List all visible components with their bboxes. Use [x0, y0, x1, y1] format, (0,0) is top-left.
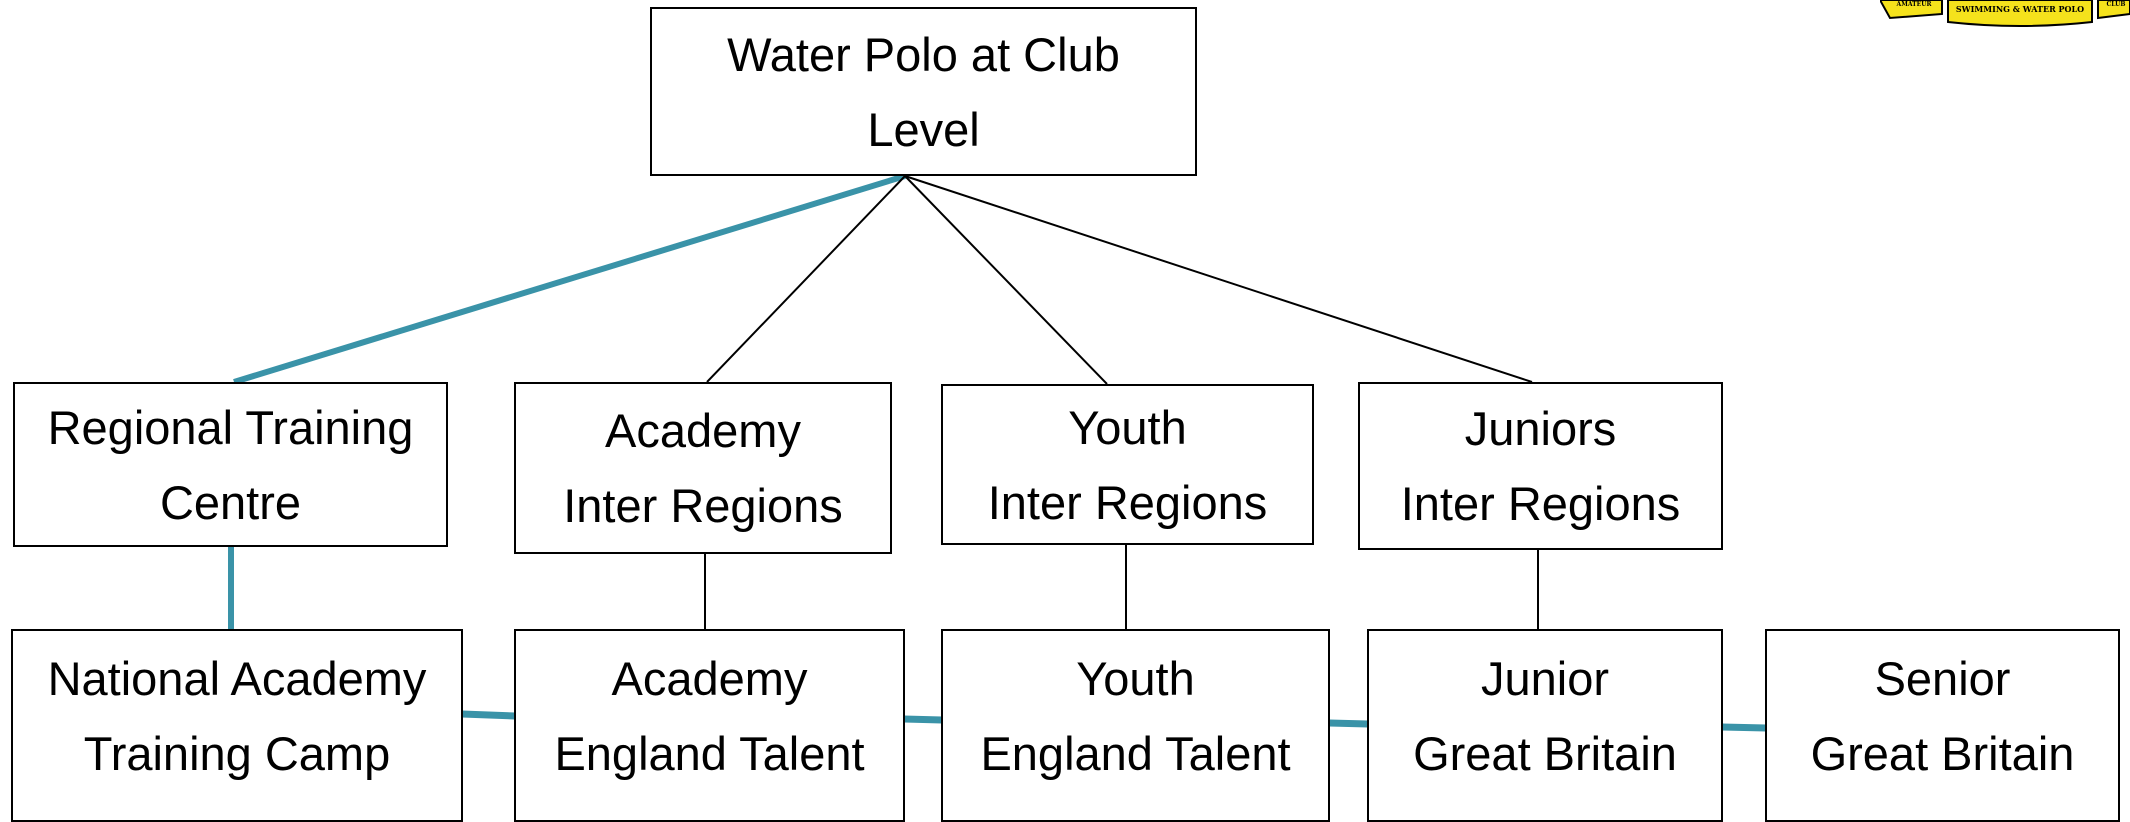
logo-ribbon-left-text: AMATEUR — [1896, 1, 1933, 8]
node-label: Academy England Talent — [554, 651, 865, 780]
edge-natc-to-academy-et — [461, 710, 516, 720]
node-label: Youth Inter Regions — [987, 400, 1268, 529]
node-label: Youth England Talent — [980, 651, 1291, 780]
node-label: Regional Training Centre — [47, 400, 414, 529]
edge-academy-et-to-youth-et — [903, 715, 943, 724]
node-water-polo-club-level: Water Polo at Club Level — [650, 7, 1197, 176]
node-youth-england-talent: Youth England Talent — [941, 629, 1330, 822]
node-label: National Academy Training Camp — [47, 651, 427, 780]
node-youth-inter-regions: Youth Inter Regions — [941, 384, 1314, 545]
node-label: Senior Great Britain — [1810, 651, 2075, 780]
logo-banner-text: SWIMMING & WATER POLO — [1956, 4, 2084, 14]
logo-banner — [1947, 0, 2093, 27]
edge-club-to-rtc — [233, 173, 906, 385]
node-national-academy-training-camp: National Academy Training Camp — [11, 629, 463, 822]
node-label: Junior Great Britain — [1413, 651, 1677, 780]
node-senior-great-britain: Senior Great Britain — [1765, 629, 2120, 822]
node-label: Academy Inter Regions — [563, 404, 843, 532]
club-logo: SWIMMING & WATER POLO AMATEUR CLUB — [1880, 0, 2130, 27]
edge-junior-gb-to-senior-gb — [1721, 723, 1767, 732]
node-academy-inter-regions: Academy Inter Regions — [514, 382, 892, 554]
node-junior-great-britain: Junior Great Britain — [1367, 629, 1723, 822]
node-label: Juniors Inter Regions — [1400, 402, 1681, 530]
node-label: Water Polo at Club Level — [727, 27, 1120, 156]
node-juniors-inter-regions: Juniors Inter Regions — [1358, 382, 1723, 550]
edge-club-to-juniors-ir — [904, 175, 1533, 383]
node-regional-training-centre: Regional Training Centre — [13, 382, 448, 547]
edge-club-to-youth-ir — [904, 175, 1108, 385]
edge-club-to-academy-ir — [706, 175, 906, 383]
logo-ribbon-right-text: CLUB — [2107, 1, 2126, 8]
node-academy-england-talent: Academy England Talent — [514, 629, 905, 822]
edge-youth-et-to-junior-gb — [1328, 719, 1369, 728]
logo-ribbon-left — [1880, 0, 1943, 20]
logo-ribbon-right — [2097, 0, 2130, 20]
